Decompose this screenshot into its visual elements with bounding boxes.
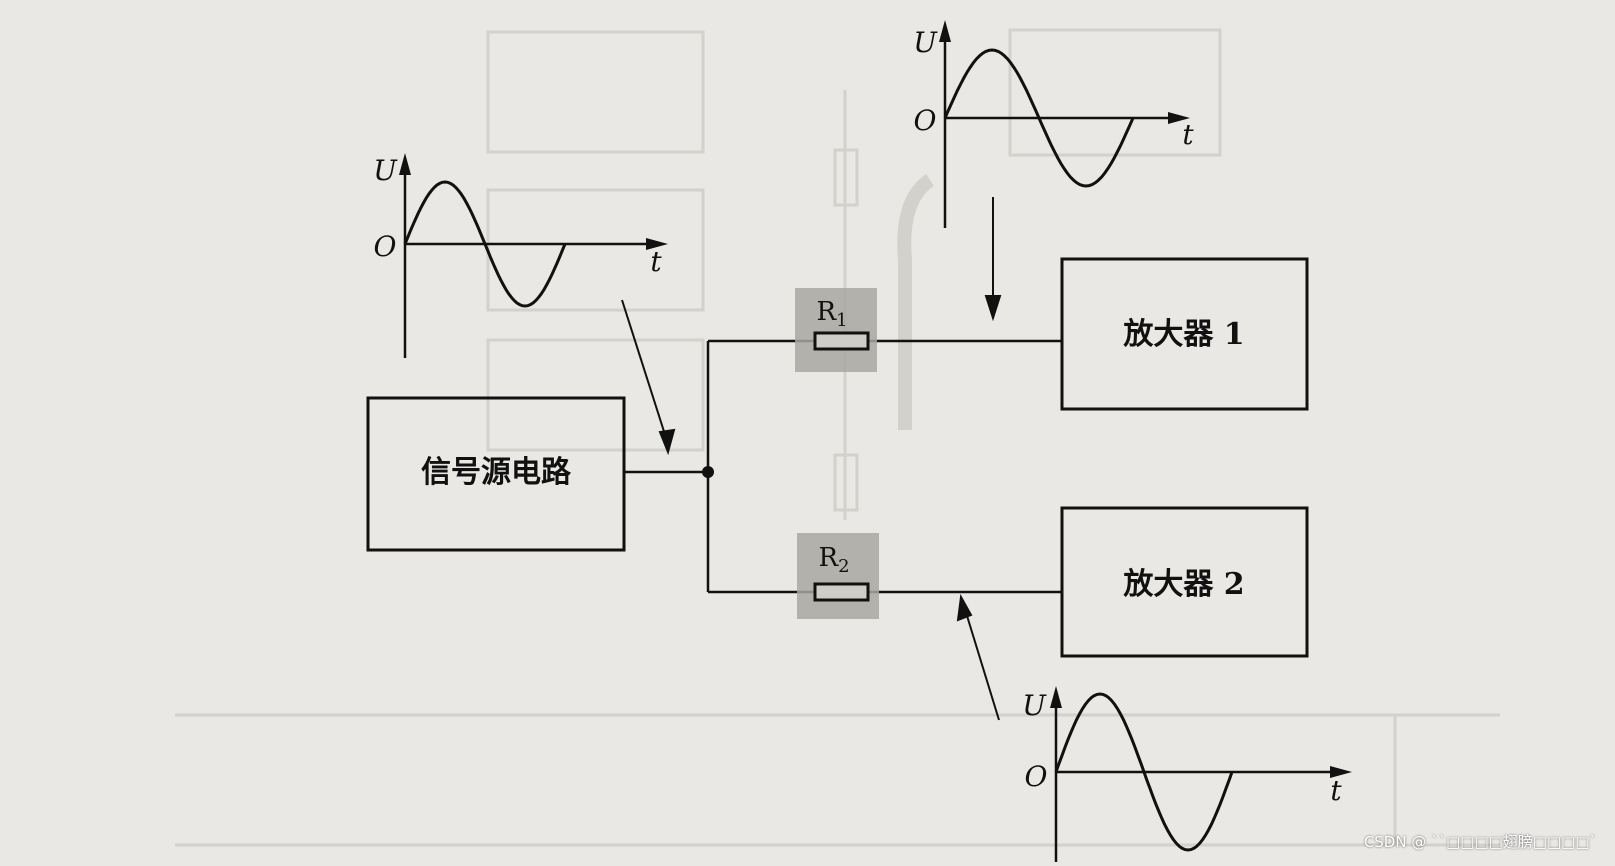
waveform-amp1-y-label: U <box>913 26 938 59</box>
waveform-source: U O t <box>373 153 668 358</box>
waveform-amp2: U O t <box>1022 686 1352 862</box>
amplifier-2-block: 放大器 2 <box>1060 506 1309 658</box>
amplifier-1-block: 放大器 1 <box>1060 257 1309 411</box>
waveform-amp1-origin: O <box>914 104 937 137</box>
signal-source-block: 信号源电路 <box>366 396 626 552</box>
junction-node <box>702 466 714 478</box>
signal-source-label: 信号源电路 <box>421 455 572 490</box>
background-ghost-print <box>175 28 1500 847</box>
pointer-arrows <box>621 197 1002 721</box>
waveform-amp2-curve <box>1054 692 1234 852</box>
waveform-amp2-origin: O <box>1025 760 1048 793</box>
waveform-source-curve <box>403 180 567 308</box>
waveform-source-y-label: U <box>373 154 398 187</box>
waveform-amp1-curve <box>943 48 1135 188</box>
resistor-r1: R1 <box>795 288 877 372</box>
arrow-amp2-waveform <box>963 605 1000 721</box>
waveform-amp2-y-label: U <box>1022 689 1047 722</box>
waveform-amp1: U O t <box>913 20 1194 228</box>
arrow-source-waveform <box>621 299 669 445</box>
waveform-source-x-label: t <box>650 245 662 278</box>
waveform-source-origin: O <box>374 230 397 263</box>
r1-label: R1 <box>816 297 847 331</box>
amplifier-1-label: 放大器 1 <box>1122 317 1244 352</box>
waveform-amp2-x-label: t <box>1330 774 1342 807</box>
waveform-amp1-x-label: t <box>1182 118 1194 151</box>
csdn-watermark: CSDN @ ``□□□□翅膀□□□□` <box>1363 833 1597 851</box>
resistor-r2: R2 <box>797 533 879 619</box>
amplifier-2-label: 放大器 2 <box>1122 567 1244 602</box>
r2-label: R2 <box>818 543 849 577</box>
